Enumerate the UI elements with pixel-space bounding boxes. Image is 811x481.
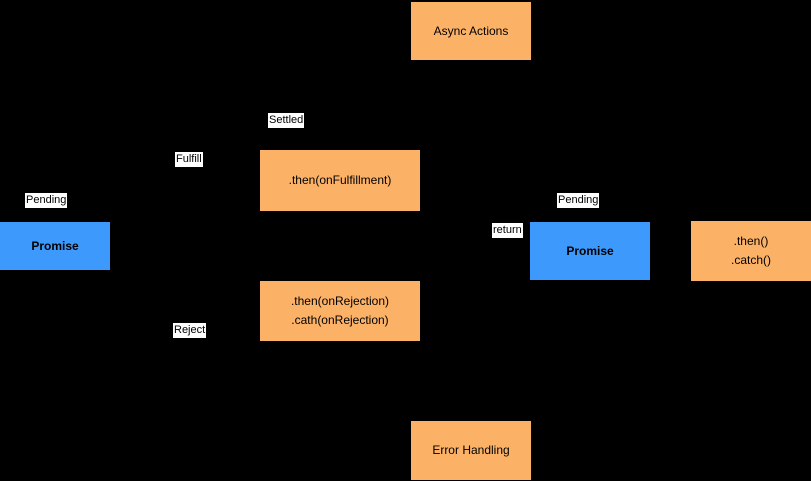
node-promise-left[interactable]: Promise	[0, 222, 110, 270]
node-label: .then() .catch()	[730, 234, 771, 267]
edge-reject-to-error-handling	[339, 341, 411, 451]
edge-label-pending-right: Pending	[557, 193, 600, 208]
edge-label-settled: Settled	[268, 113, 305, 128]
node-label: Promise	[566, 243, 614, 258]
node-then-catch[interactable]: .then() .catch()	[691, 221, 811, 281]
node-label: .then(onFulfillment)	[288, 173, 392, 188]
node-label: Async Actions	[433, 23, 509, 38]
node-then-catch-on-rejection[interactable]: .then(onRejection) .cath(onRejection)	[260, 281, 420, 341]
edge-label-fulfill: Fulfill	[175, 152, 203, 167]
edge-label-text: Pending	[26, 194, 67, 206]
edge-label-text: return	[493, 224, 522, 236]
edge-label-text: Settled	[269, 114, 304, 126]
edge-promise-to-fulfill	[110, 164, 261, 241]
node-promise-right[interactable]: Promise	[530, 222, 650, 280]
node-error-handling[interactable]: Error Handling	[411, 421, 531, 480]
edge-async-to-settled	[289, 30, 411, 113]
edge-label-text: Reject	[174, 324, 206, 336]
edge-reject-to-return	[420, 259, 530, 312]
node-then-on-fulfillment[interactable]: .then(onFulfillment)	[260, 150, 420, 211]
edge-label-text: Fulfill	[176, 153, 202, 165]
node-label: Promise	[31, 238, 79, 253]
edge-label-reject: Reject	[173, 323, 207, 338]
node-async-actions[interactable]: Async Actions	[411, 2, 531, 60]
edge-promise-to-reject	[110, 254, 261, 331]
edge-label-pending-left: Pending	[25, 193, 68, 208]
edge-label-return: return	[492, 223, 523, 238]
edge-label-text: Pending	[558, 194, 599, 206]
node-label: .then(onRejection) .cath(onRejection)	[290, 294, 390, 327]
node-label: Error Handling	[432, 443, 510, 458]
